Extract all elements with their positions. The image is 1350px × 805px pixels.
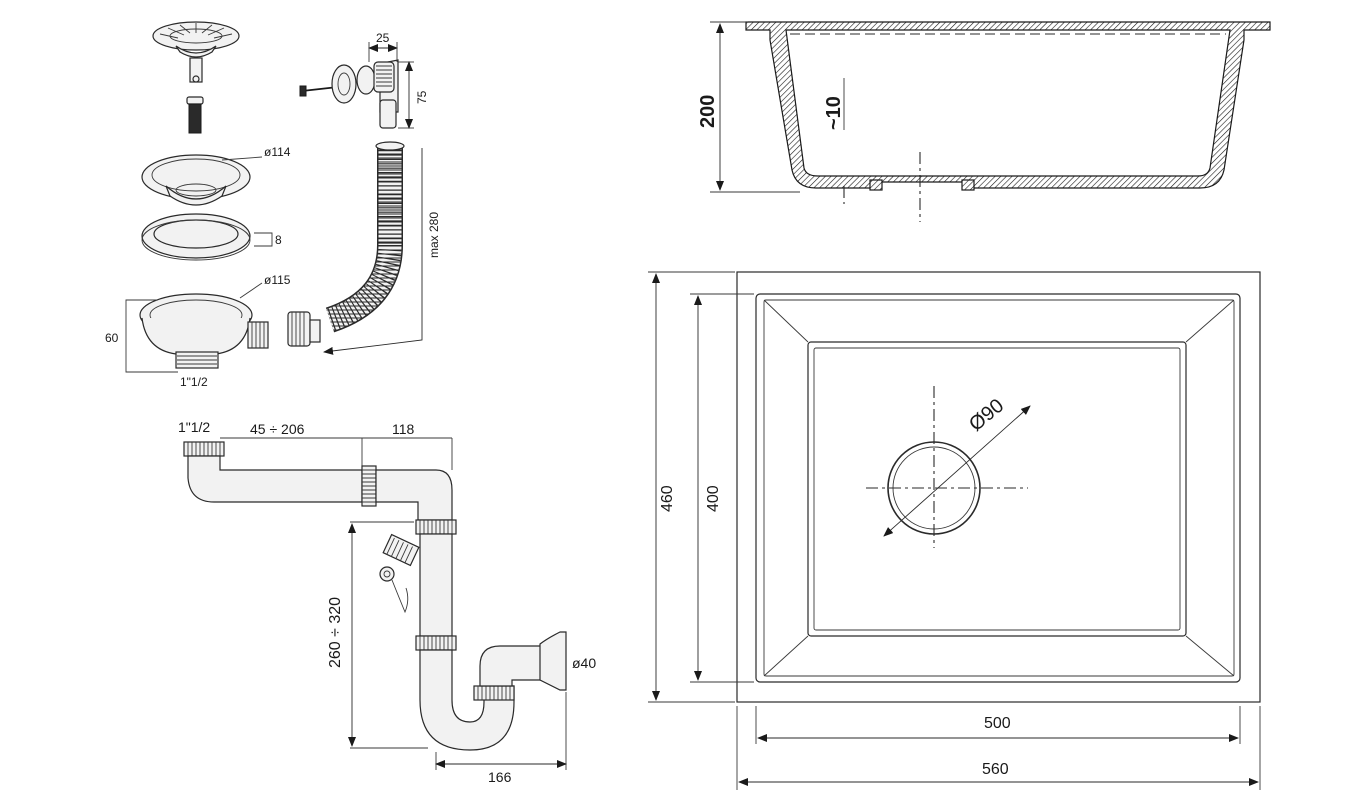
siphon-offset-label: 118 bbox=[392, 421, 415, 437]
inner-width-label: 500 bbox=[984, 715, 1011, 732]
overflow-hose: max 280 bbox=[287, 141, 441, 355]
section-wall-label: ~10 bbox=[823, 96, 845, 130]
overflow-width-label: 25 bbox=[376, 31, 390, 45]
strainer-body: ø115 60 1"1/2 bbox=[105, 273, 291, 389]
siphon-vertical-range-label: 260 ÷ 320 bbox=[327, 597, 344, 668]
body-height-label: 60 bbox=[105, 331, 119, 345]
strainer-basket bbox=[152, 21, 240, 83]
siphon-outlet-dia-label: ø40 bbox=[572, 655, 596, 671]
drain-dia-label: Ø90 bbox=[965, 395, 1008, 436]
overflow-assembly: 25 75 bbox=[299, 31, 429, 129]
siphon-horizontal-range-label: 45 ÷ 206 bbox=[250, 421, 305, 437]
sink-section: 200 ~10 bbox=[697, 21, 1271, 222]
gasket-thickness-label: 8 bbox=[275, 233, 282, 247]
hose-length-label: max 280 bbox=[427, 212, 441, 258]
basket-dia-label: ø114 bbox=[264, 145, 291, 159]
strainer-gasket: 8 bbox=[141, 213, 282, 261]
inner-depth-label: 400 bbox=[705, 485, 722, 512]
sink-plan: Ø90 460 400 500 560 bbox=[648, 271, 1261, 790]
siphon-assembly: 1"1/2 45 ÷ 206 118 260 ÷ 320 ø40 bbox=[178, 419, 596, 785]
outer-depth-label: 460 bbox=[659, 485, 676, 512]
body-thread-label: 1"1/2 bbox=[180, 375, 208, 389]
overflow-height-label: 75 bbox=[415, 90, 429, 104]
outer-width-label: 560 bbox=[982, 761, 1009, 778]
strainer-pin bbox=[186, 96, 204, 134]
body-dia-label: ø115 bbox=[264, 273, 291, 287]
strainer-basket-ring: ø114 bbox=[141, 145, 291, 206]
section-depth-label: 200 bbox=[697, 95, 719, 128]
siphon-thread-label: 1"1/2 bbox=[178, 419, 210, 435]
siphon-width-label: 166 bbox=[488, 769, 512, 785]
